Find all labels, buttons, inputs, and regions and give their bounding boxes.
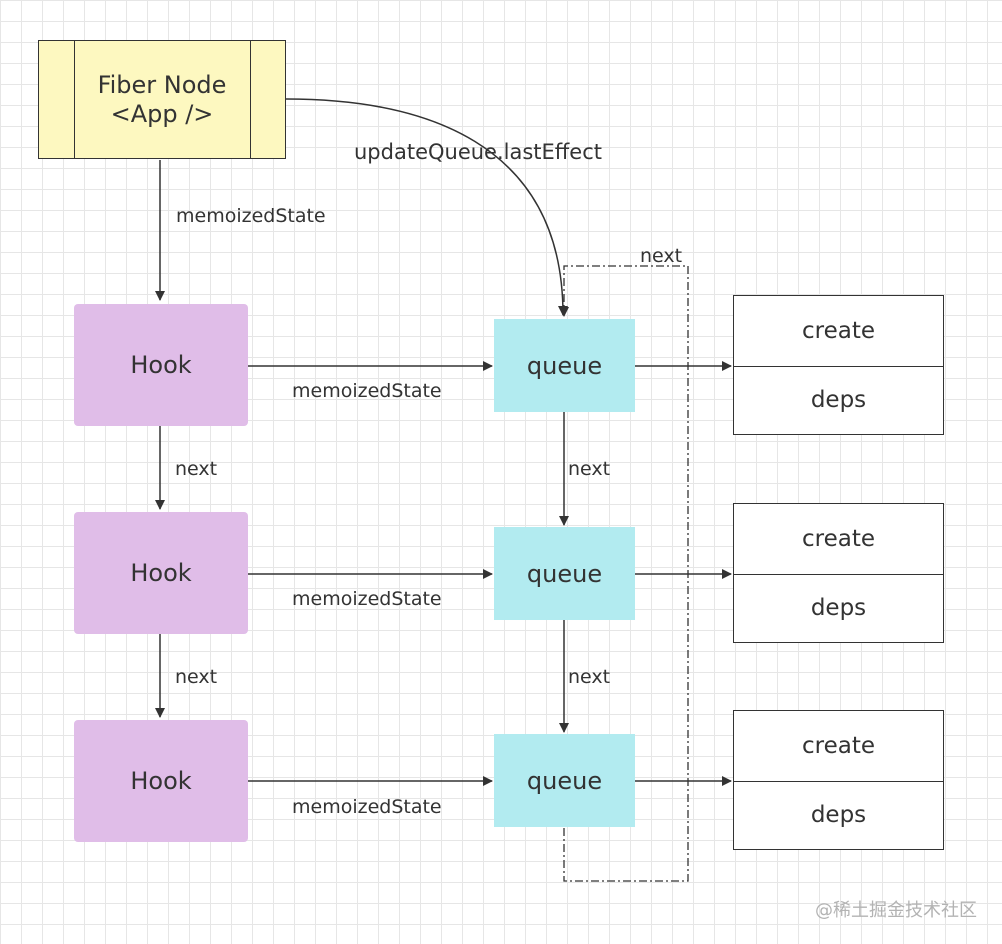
circular-next-arrow — [559, 265, 689, 882]
queue-label: queue — [526, 351, 603, 380]
hook-1-next-label: next — [175, 458, 218, 480]
effect-create-cell: create — [734, 711, 943, 782]
effect-record-1: create deps — [733, 295, 944, 435]
effect-deps-cell: deps — [810, 802, 867, 828]
hook-2-next-label: next — [175, 666, 218, 688]
fiber-node-left-bar — [74, 41, 75, 158]
fiber-to-queue-arrow — [285, 98, 568, 316]
hook-label: Hook — [130, 559, 192, 587]
effect-record-2: create deps — [733, 503, 944, 643]
effect-create-cell: create — [734, 504, 943, 575]
hook-node-3: Hook — [74, 720, 248, 842]
effect-record-3: create deps — [733, 710, 944, 850]
effect-create-cell: create — [734, 296, 943, 367]
fiber-node-right-bar — [250, 41, 251, 158]
fiber-node-label: Fiber Node <App /> — [97, 70, 227, 128]
queue-node-2: queue — [494, 527, 635, 620]
queue-label: queue — [526, 559, 603, 588]
fiber-node: Fiber Node <App /> — [38, 40, 286, 159]
effect-deps-cell: deps — [810, 387, 867, 413]
hook-label: Hook — [130, 767, 192, 795]
update-queue-last-effect-label: updateQueue.lastEffect — [354, 140, 602, 164]
hook-2-memoized-state-label: memoizedState — [292, 588, 442, 610]
hook-label: Hook — [130, 351, 192, 379]
queue-node-3: queue — [494, 734, 635, 827]
queue-node-1: queue — [494, 319, 635, 412]
fiber-memoized-state-label: memoizedState — [176, 205, 326, 227]
hook-node-1: Hook — [74, 304, 248, 426]
queue-1-next-label: next — [568, 458, 611, 480]
queue-label: queue — [526, 766, 603, 795]
circular-next-label: next — [640, 245, 683, 267]
hook-node-2: Hook — [74, 512, 248, 634]
effect-deps-cell: deps — [810, 595, 867, 621]
hook-3-memoized-state-label: memoizedState — [292, 796, 442, 818]
hook-1-memoized-state-label: memoizedState — [292, 380, 442, 402]
queue-2-next-label: next — [568, 666, 611, 688]
watermark: @稀土掘金技术社区 — [815, 900, 977, 921]
